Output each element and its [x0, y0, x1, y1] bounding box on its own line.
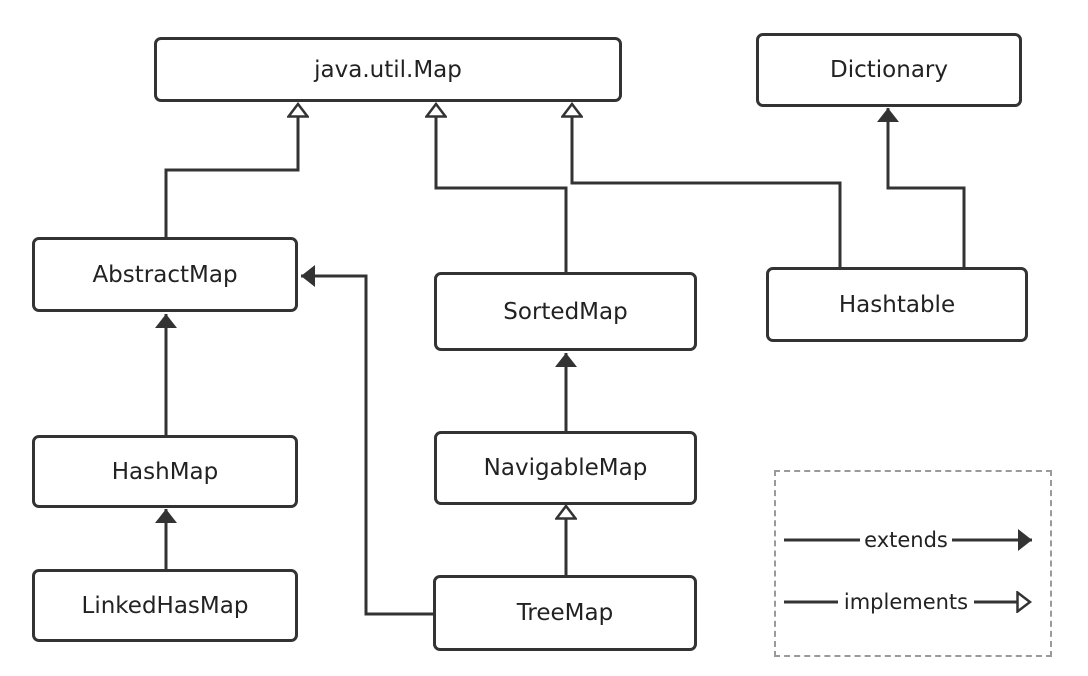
- edge-treemap-extends-abstractmap: [301, 265, 434, 616]
- edge-abstractmap-implements-map: [164, 104, 298, 238]
- legend-implements-label-bg: [838, 588, 974, 616]
- node-sortedmap: SortedMap: [434, 272, 697, 351]
- node-label-linkedhashmap: LinkedHasMap: [81, 592, 249, 619]
- edge-hashtable-implements-map: [572, 104, 842, 268]
- legend-extends-label-bg: [860, 526, 952, 554]
- node-label-treemap: TreeMap: [516, 600, 614, 626]
- legend-box: [774, 470, 1052, 657]
- node-java-util-map: java.util.Map: [154, 37, 622, 102]
- node-label-hashtable: Hashtable: [838, 291, 956, 318]
- edge-hashtable-extends-dictionary: [877, 108, 966, 268]
- node-dictionary: Dictionary: [756, 33, 1022, 107]
- node-label-navigablemap: NavigableMap: [483, 455, 648, 481]
- node-label-sortedmap: SortedMap: [503, 298, 628, 325]
- node-label-java-util-map: java.util.Map: [314, 56, 462, 83]
- legend-extends-label: extends: [864, 528, 948, 552]
- node-treemap: TreeMap: [433, 575, 697, 651]
- node-hashmap: HashMap: [32, 435, 298, 508]
- node-linkedhashmap: LinkedHasMap: [32, 569, 298, 642]
- node-label-dictionary: Dictionary: [830, 57, 948, 83]
- node-label-hashmap: HashMap: [111, 458, 219, 485]
- node-navigablemap: NavigableMap: [434, 431, 697, 505]
- legend-implements-label: implements: [844, 590, 968, 614]
- node-label-abstractmap: AbstractMap: [92, 261, 238, 288]
- edge-sortedmap-implements-map: [436, 104, 568, 272]
- node-hashtable: Hashtable: [766, 267, 1028, 342]
- node-abstractmap: AbstractMap: [32, 237, 298, 312]
